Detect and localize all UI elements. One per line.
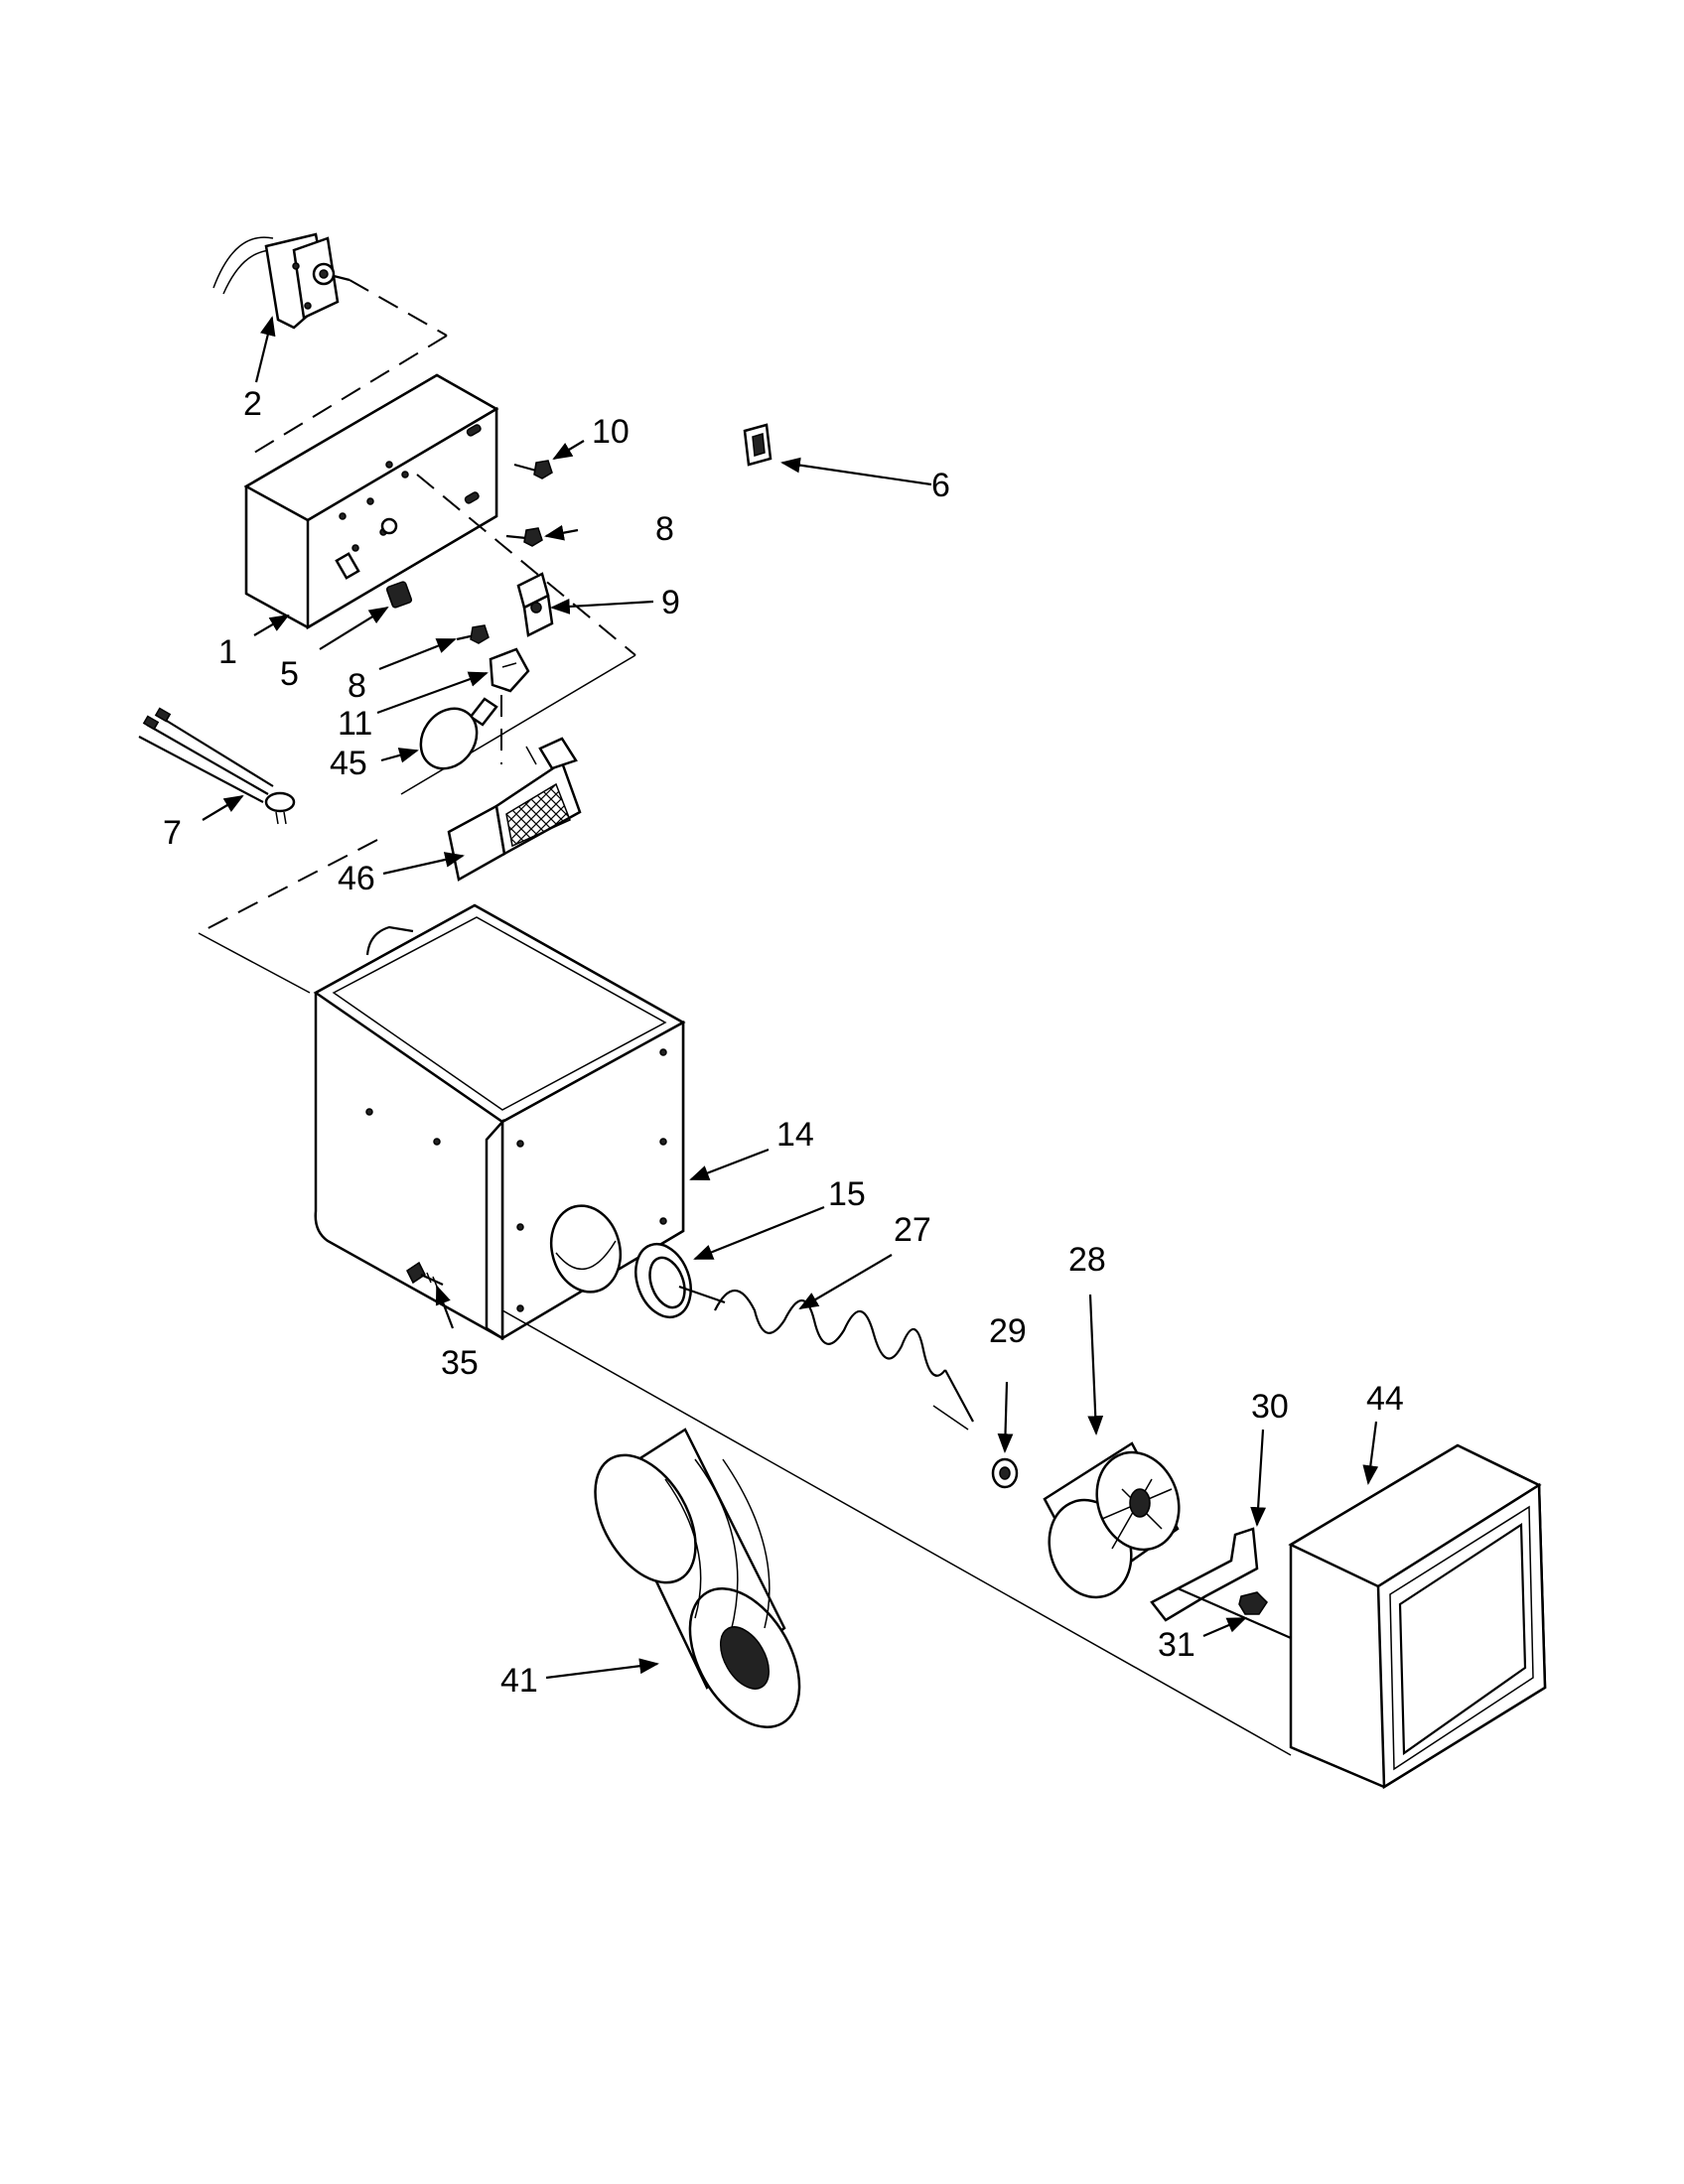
callout-1: 1 <box>218 633 237 671</box>
clip-part <box>516 572 554 637</box>
callout-5: 5 <box>280 655 299 693</box>
callout-10: 10 <box>592 413 630 451</box>
bearing-part <box>634 1242 726 1319</box>
callout-11: 11 <box>338 705 372 743</box>
control-housing-part <box>243 373 499 630</box>
callout-9: 9 <box>661 584 680 621</box>
callout-28: 28 <box>1068 1241 1106 1279</box>
callout-6: 6 <box>931 467 950 504</box>
switch-block-part <box>385 581 413 609</box>
screw-part <box>456 624 490 644</box>
callout-46: 46 <box>338 860 375 897</box>
screw-part <box>513 460 553 479</box>
callout-31: 31 <box>1158 1626 1195 1664</box>
callout-35: 35 <box>441 1344 479 1382</box>
auger-drum-part <box>1043 1441 1181 1599</box>
ice-bin-part <box>313 903 686 1341</box>
callout-14: 14 <box>776 1116 814 1154</box>
socket-part <box>489 647 530 693</box>
screw-part <box>406 1261 444 1288</box>
callout-30: 30 <box>1251 1388 1289 1426</box>
bracket-part <box>1150 1527 1292 1640</box>
light-bulb-part <box>419 697 498 770</box>
callout-27: 27 <box>894 1211 931 1249</box>
callout-45: 45 <box>330 745 367 782</box>
motor-part <box>212 232 351 330</box>
auger-spring-part <box>714 1290 974 1431</box>
switch-part <box>743 423 772 467</box>
washer-part <box>991 1457 1019 1489</box>
callout-15: 15 <box>828 1175 866 1213</box>
callout-7: 7 <box>163 814 182 852</box>
front-cover-part <box>1288 1443 1547 1790</box>
ice-crusher-part <box>594 1428 801 1728</box>
nut-part <box>1238 1591 1268 1615</box>
screw-part <box>505 527 543 547</box>
callout-2: 2 <box>243 385 262 423</box>
callout-29: 29 <box>989 1312 1027 1350</box>
callout-44: 44 <box>1366 1380 1404 1418</box>
wire-harness-part <box>138 707 296 825</box>
callout-8: 8 <box>655 510 674 548</box>
callout-8b: 8 <box>348 667 366 705</box>
callout-41: 41 <box>500 1662 538 1700</box>
light-shield-part <box>447 737 582 882</box>
